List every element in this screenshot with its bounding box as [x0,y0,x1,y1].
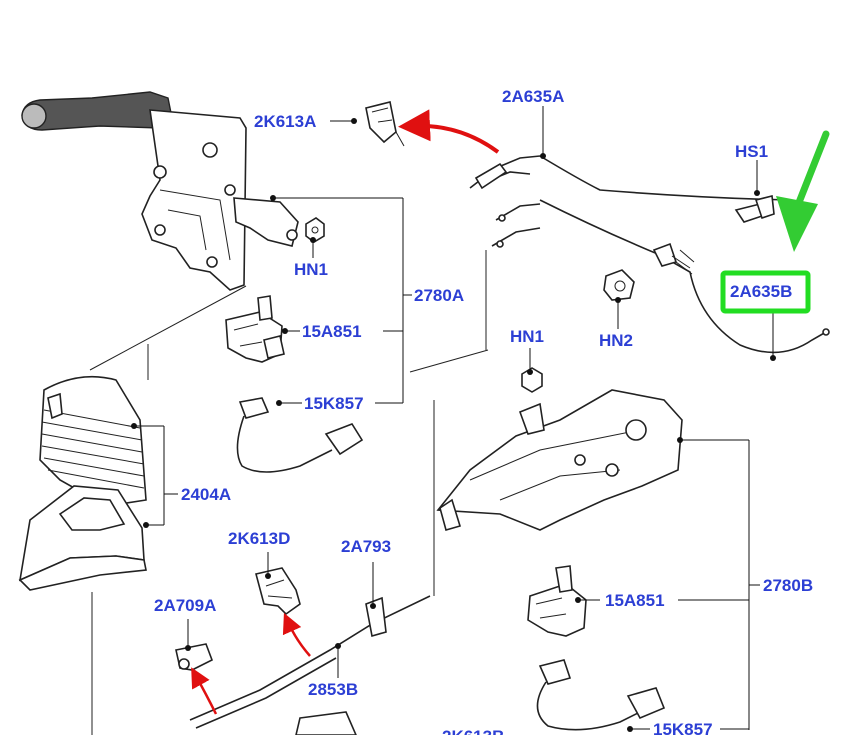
nut-hn2 [603,269,635,301]
label-2404a: 2404A [181,485,231,504]
label-2853b: 2853B [308,680,358,699]
rear-cable-2a635b [539,199,830,354]
label-hn1-mid: HN1 [510,327,544,346]
nut-hn1-top [305,217,325,243]
brake-lever-assembly [21,91,299,291]
bracket-2k613d [255,567,301,616]
label-2a635a: 2A635A [502,87,564,106]
rear-cable-2853b [189,595,431,735]
part-labels: 2K613A 2A635A HS1 HN1 2780A 15A851 15K85… [154,87,813,735]
front-cable-2a635a [469,155,791,248]
label-2a709a: 2A709A [154,596,216,615]
label-15k857-bot: 15K857 [653,720,713,735]
label-hn1-top: HN1 [294,260,328,279]
label-2780a: 2780A [414,286,464,305]
label-hn2: HN2 [599,331,633,350]
clip-2k613a [365,101,405,147]
label-15k857-top: 15K857 [304,394,364,413]
label-2k613a: 2K613A [254,112,316,131]
label-2780b: 2780B [763,576,813,595]
clip-2a709a [175,643,214,671]
green-arrow-icon [776,130,830,252]
harness-15k857-bot [536,659,666,731]
label-hs1: HS1 [735,142,768,161]
label-15a851-bot: 15A851 [605,591,665,610]
red-arrows [191,109,500,715]
sensor-15a851-bot [527,565,587,637]
label-2k613d: 2K613D [228,529,290,548]
sensor-15a851-top [225,295,285,363]
highlight-box [720,270,811,314]
label-2a635b: 2A635B [730,282,792,301]
nut-hn1-mid [521,367,543,393]
leader-lines [89,106,776,735]
label-15a851-top: 15A851 [302,322,362,341]
bolt-hs1 [734,195,775,223]
lever-assembly-2780b [436,389,683,531]
label-2a793: 2A793 [341,537,391,556]
harness-15k857-top [236,397,364,473]
boot-2404a [39,375,147,505]
bezel-2404a [18,485,147,591]
label-2k613b: 2K613B [442,727,504,735]
